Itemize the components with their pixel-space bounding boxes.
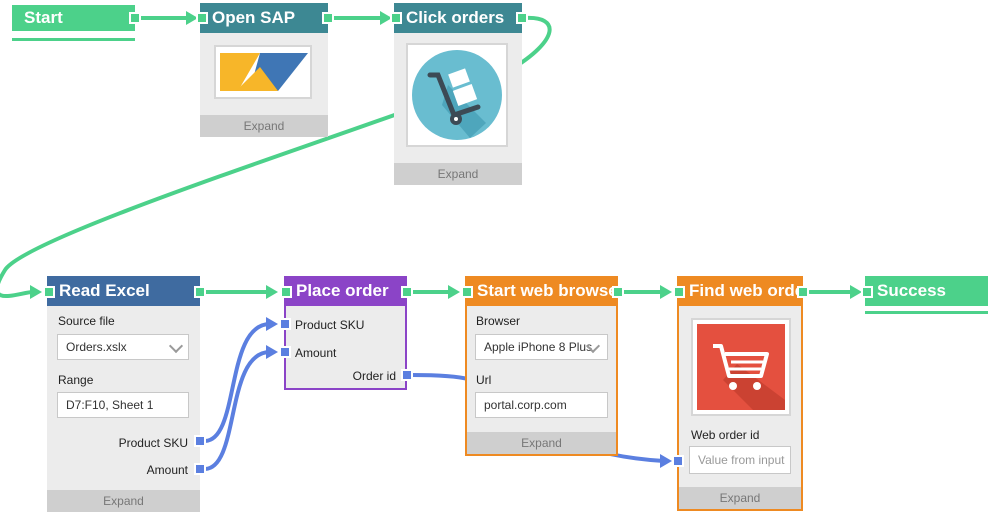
arrowhead [266,345,278,359]
click-orders-in-port[interactable] [390,12,402,24]
start-web-browser-expand-button[interactable]: Expand [467,432,616,454]
find-web-order-in-port[interactable] [673,286,685,298]
find-web-order-out-port[interactable] [797,286,809,298]
click-orders-header: Click orders [394,3,522,33]
start-out-port[interactable] [129,12,141,24]
start-web-browser-header: Start web browser [465,276,624,306]
amount-output-port[interactable] [194,463,206,475]
arrowhead [380,11,392,25]
arrowhead [448,285,460,299]
start-node[interactable]: Start [12,5,135,41]
data-wire-amount [203,350,272,471]
place-order-header: Place order [284,276,407,306]
success-node[interactable]: Success [865,276,988,314]
amount-input-label: Amount [295,346,337,360]
place-order-in-port[interactable] [280,286,292,298]
product-sku-output-port[interactable] [194,435,206,447]
place-order-out-port[interactable] [401,286,413,298]
open-sap-in-port[interactable] [196,12,208,24]
product-sku-input-port[interactable] [279,318,291,330]
web-order-id-input-port[interactable] [672,455,684,467]
arrowhead [266,285,278,299]
amount-input-port[interactable] [279,346,291,358]
hand-truck-icon [406,43,508,147]
browser-select[interactable]: Apple iPhone 8 Plus [475,334,608,360]
click-orders-node[interactable]: Click orders Expand [394,3,522,185]
sap-logo-icon [214,45,312,99]
arrowhead [186,11,198,25]
range-label: Range [58,373,94,387]
source-file-select[interactable]: Orders.xslx [57,334,189,360]
start-web-browser-in-port[interactable] [461,286,473,298]
flow-wire-click-orders-to-read-excel [0,15,552,299]
place-order-node[interactable]: Place order Product SKU Amount Order id [284,276,407,390]
browser-label: Browser [476,314,521,328]
web-order-id-label: Web order id [691,428,760,442]
success-in-port[interactable] [861,286,873,298]
start-title: Start [12,5,135,31]
arrowhead [266,317,278,331]
read-excel-in-port[interactable] [43,286,55,298]
web-order-id-input[interactable]: Value from input [689,446,791,474]
open-sap-node[interactable]: Open SAP Expand [200,3,328,137]
order-id-output-label: Order id [352,369,396,383]
read-excel-node[interactable]: Read Excel Source file Orders.xslx Range… [47,276,200,512]
open-sap-expand-button[interactable]: Expand [200,115,328,137]
read-excel-header: Read Excel [47,276,200,306]
read-excel-expand-button[interactable]: Expand [47,490,200,512]
url-input[interactable]: portal.corp.com [475,392,608,418]
arrowhead [660,285,672,299]
find-web-order-expand-button[interactable]: Expand [679,487,801,509]
open-sap-out-port[interactable] [322,12,334,24]
arrowhead [660,454,672,468]
product-sku-input-label: Product SKU [295,318,365,332]
amount-output-label: Amount [146,463,188,477]
click-orders-out-port[interactable] [516,12,528,24]
arrowhead [30,285,42,299]
range-input[interactable]: D7:F10, Sheet 1 [57,392,189,418]
read-excel-out-port[interactable] [194,286,206,298]
open-sap-header: Open SAP [200,3,328,33]
start-web-browser-out-port[interactable] [612,286,624,298]
find-web-order-header: Find web order [677,276,811,306]
find-web-order-node[interactable]: Find web order Web order id Value from i… [677,276,811,511]
arrowhead [850,285,862,299]
click-orders-expand-button[interactable]: Expand [394,163,522,185]
product-sku-output-label: Product SKU [118,436,188,450]
source-file-label: Source file [58,314,115,328]
data-wire-sku [203,322,272,443]
shopping-cart-icon [691,318,791,416]
order-id-output-port[interactable] [401,369,413,381]
url-label: Url [476,373,492,387]
success-title: Success [865,276,988,306]
start-web-browser-node[interactable]: Start web browser Browser Apple iPhone 8… [465,276,624,456]
